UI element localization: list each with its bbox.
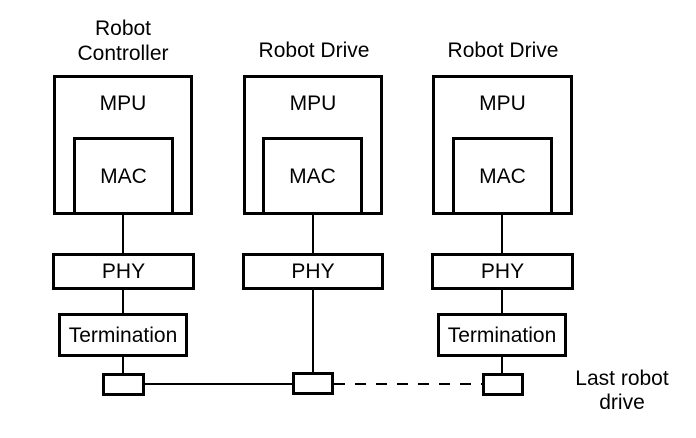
bus-line-solid — [145, 383, 292, 385]
connector-phy-termination-controller — [122, 290, 124, 313]
mac-box-drive1: MAC — [262, 137, 363, 215]
last-robot-drive-label-line2: drive — [599, 391, 645, 414]
connector-mac-phy-drive2 — [501, 215, 503, 253]
termination-box-drive2: Termination — [437, 313, 567, 357]
connector-phy-node-drive1 — [312, 290, 314, 372]
phy-box-controller: PHY — [52, 253, 195, 290]
connector-termination-node-drive2 — [501, 357, 503, 373]
mac-box-drive2: MAC — [452, 137, 553, 215]
network-node-drive2 — [482, 373, 524, 396]
connector-termination-node-controller — [122, 357, 124, 373]
connector-mac-phy-drive1 — [312, 215, 314, 253]
title-robot-drive-2: Robot Drive — [447, 39, 559, 62]
mac-box-controller: MAC — [73, 137, 174, 215]
last-robot-drive-label: Last robot drive — [561, 367, 683, 415]
title-robot-controller-line2: Controller — [77, 42, 169, 65]
title-robot-controller: Robot Controller — [43, 16, 203, 66]
bus-line-dashed — [334, 383, 482, 385]
network-node-drive1 — [292, 372, 334, 395]
network-node-controller — [102, 373, 145, 396]
connector-phy-termination-drive2 — [501, 290, 503, 313]
last-robot-drive-label-line1: Last robot — [575, 367, 669, 390]
termination-box-controller: Termination — [58, 313, 188, 357]
phy-box-drive2: PHY — [431, 253, 574, 290]
title-robot-controller-line1: Robot — [94, 17, 152, 40]
connector-mac-phy-controller — [122, 215, 124, 253]
title-robot-drive-1: Robot Drive — [258, 39, 370, 62]
phy-box-drive1: PHY — [242, 253, 384, 290]
